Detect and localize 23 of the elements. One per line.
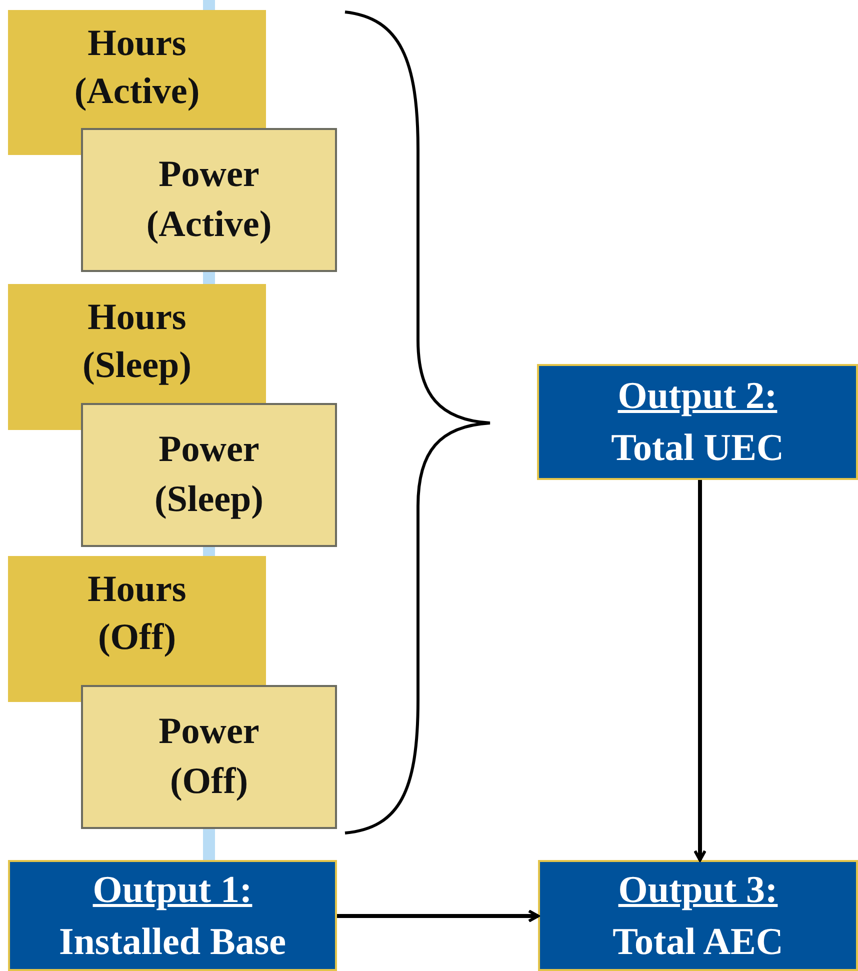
box-heading: Output 2: (618, 374, 778, 419)
arrow (337, 910, 540, 922)
box-heading: Output 1: (92, 868, 252, 912)
box-label: Total AEC (612, 920, 784, 964)
box-label: Installed Base (59, 920, 286, 964)
box-heading: Output 3: (618, 868, 778, 912)
hours-box (8, 284, 266, 403)
box-label: Hours (Active) (73, 22, 201, 114)
hours-box (8, 10, 266, 128)
arrow (694, 480, 706, 862)
box-label: Total UEC (611, 426, 784, 471)
box-label: Power (Sleep) (154, 428, 264, 522)
output-box (8, 860, 337, 971)
box-label: Hours (Off) (86, 568, 188, 660)
output-box (537, 364, 858, 480)
hours-box (8, 556, 266, 685)
power-box (81, 685, 337, 829)
box-label: Power (Off) (158, 710, 260, 804)
output-box (538, 860, 858, 971)
power-box (81, 128, 337, 272)
box-label: Power (Active) (145, 153, 273, 247)
power-box (81, 403, 337, 547)
box-label: Hours (Sleep) (82, 296, 192, 388)
